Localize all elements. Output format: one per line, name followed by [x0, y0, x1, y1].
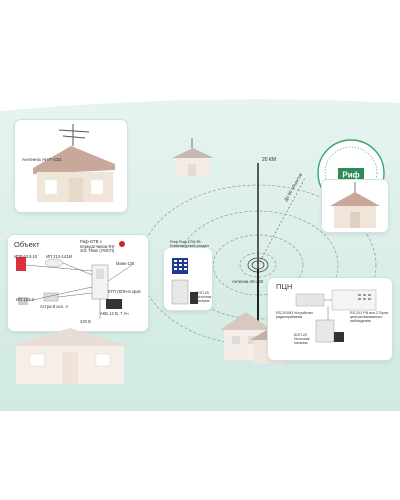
pcn-panel-title: ПЦН	[276, 282, 293, 291]
rs201m-label: RS-201М3 Устройство радиоприёмник	[276, 311, 313, 319]
beacon-device	[119, 241, 125, 247]
io102-device	[18, 297, 28, 305]
house-illustration-right	[330, 182, 380, 228]
psu-box	[171, 279, 189, 305]
logo-text: Риф	[342, 171, 359, 180]
ktp-label: КТП (КПН-6 кров	[108, 289, 141, 294]
ippr-label: ИПР-513-10	[14, 254, 38, 259]
rs201pn-label: RS-201 РN исп.2 Пульт централизованного …	[350, 311, 389, 323]
pcn-equipment-drawing	[295, 289, 377, 343]
radius-line	[257, 177, 306, 266]
battery	[106, 299, 122, 309]
central-antenna-label: Антенна АК-433	[232, 279, 264, 284]
io102-label: ИО 102-2	[16, 297, 35, 302]
house-illustration-top	[33, 124, 115, 202]
pcn-psu	[315, 319, 335, 343]
pcn-panel	[268, 278, 392, 360]
bottom-left-house	[10, 328, 130, 384]
top-antenna-label: Антенна АНТ-433	[22, 158, 62, 163]
distance-label: 20 КМ	[262, 157, 277, 163]
maak-label: Маяк-12К	[116, 261, 135, 266]
pcn-psu-label: БОП-20 Источник питания	[294, 333, 310, 345]
ippr-device	[16, 257, 26, 271]
right-house-panel	[322, 180, 388, 232]
small-house-center	[172, 138, 214, 176]
ip212-label: ИП 212-141М	[46, 254, 73, 259]
object-panel-title: Объект	[14, 240, 40, 249]
keypad-and-psu-drawing	[171, 258, 198, 305]
smoke-detector	[44, 258, 64, 268]
v220-label: 220 В	[80, 319, 91, 324]
object-panel	[8, 235, 148, 331]
astra-label: Астра-8 исп. А	[40, 304, 69, 309]
middle-psu-label: БОП-20 Источник питания	[196, 291, 212, 303]
receiver-device	[295, 293, 325, 307]
middle-device-panel	[164, 248, 212, 310]
akb-label: АКБ 12 В, 7 Ач	[100, 311, 129, 316]
object-equipment-drawing	[16, 241, 133, 319]
rif-otb-label: Риф-ОТВ с передатчиком RS-201 Тёмп (УМСП…	[80, 239, 116, 254]
middle-device-label: Риф Риф КТМ-RL Клавиатурный-раздел	[170, 240, 209, 249]
top-house-panel	[15, 120, 127, 212]
